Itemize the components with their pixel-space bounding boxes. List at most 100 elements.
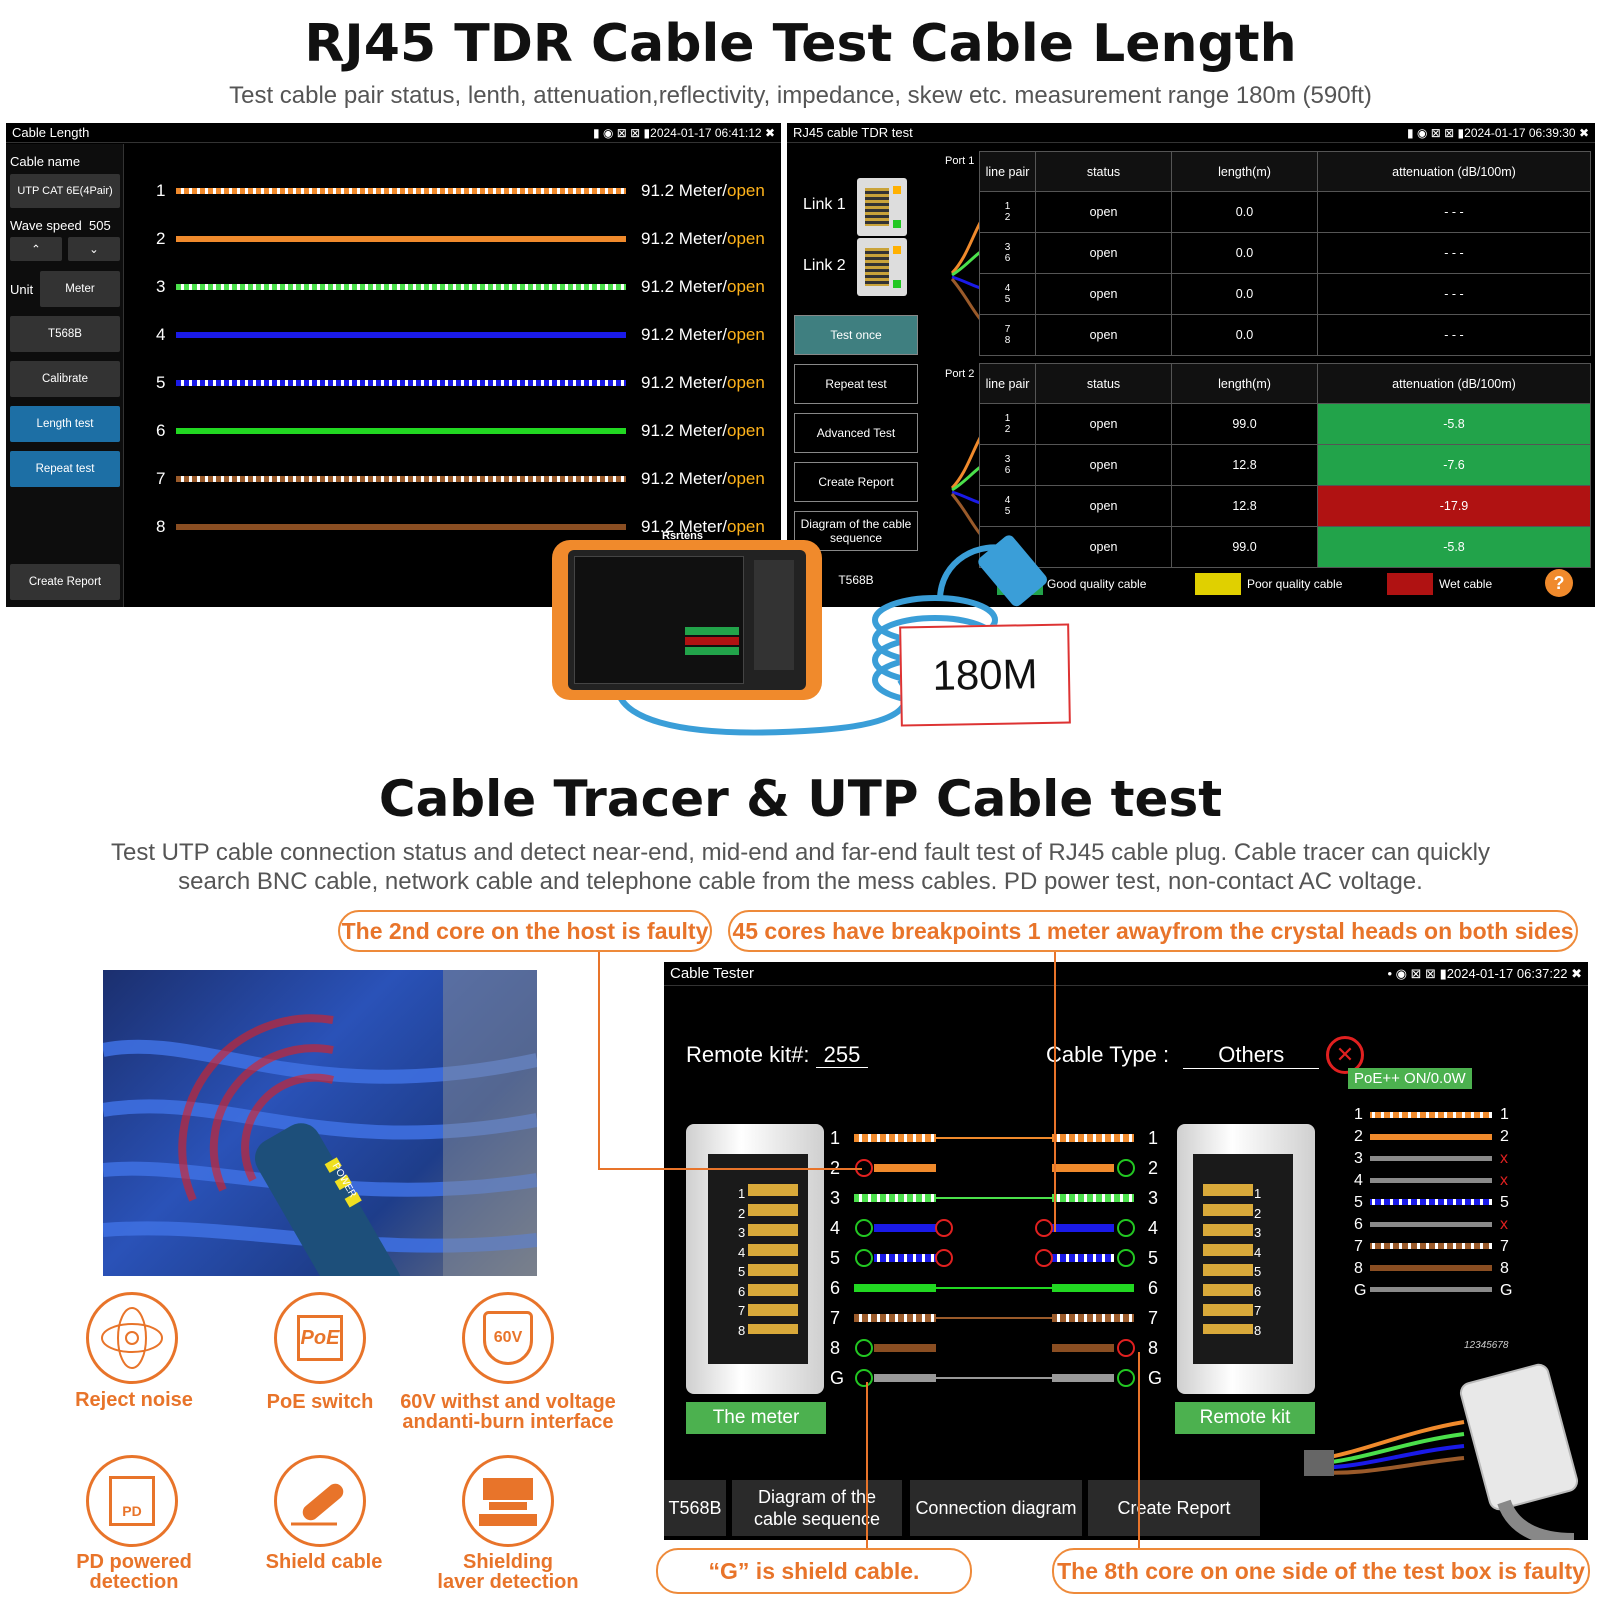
- wire-4: [176, 332, 626, 338]
- meter-button[interactable]: The meter: [686, 1402, 826, 1434]
- wire-1: [176, 188, 626, 194]
- shield-60v-text: 60V: [483, 1311, 533, 1365]
- pin-label: 7: [830, 1308, 841, 1328]
- close-icon[interactable]: ✖: [1571, 965, 1582, 981]
- port1-label: Port 1: [945, 155, 975, 167]
- table-row: 78open99.0-5.8: [979, 526, 1591, 568]
- section2-subtitle: Test UTP cable connection status and det…: [40, 838, 1561, 896]
- pd-icon-text: PD: [109, 1476, 155, 1526]
- length-test-button[interactable]: Length test: [10, 406, 120, 442]
- subtitle-line: Test UTP cable connection status and det…: [110, 839, 1490, 866]
- col-status: status: [1035, 363, 1172, 404]
- cable-length-value: 180M: [932, 650, 1038, 699]
- pin-label: 3: [1148, 1188, 1159, 1208]
- close-icon[interactable]: ✖: [1578, 125, 1589, 140]
- callout-8th-core: The 8th core on one side of the test box…: [1052, 1548, 1590, 1594]
- wire-number: 8: [156, 517, 166, 536]
- poe-badge: PoE++ ON/0.0W: [1348, 1068, 1472, 1089]
- pair-pin: 6: [1004, 465, 1011, 476]
- pair-pin: 2: [1004, 424, 1011, 435]
- section2-title: Cable Tracer & UTP Cable test: [378, 770, 1223, 828]
- pin-label: 3: [830, 1188, 841, 1208]
- create-report-button[interactable]: Create Report: [1088, 1480, 1260, 1536]
- length-cell: 12.8: [1171, 485, 1318, 527]
- diagram-button[interactable]: Diagram of the cable sequence: [794, 511, 918, 551]
- attenuation-cell: - - -: [1317, 314, 1591, 356]
- pair-pin: 1: [1004, 201, 1011, 212]
- advanced-test-button[interactable]: Advanced Test: [794, 413, 918, 453]
- page-subtitle: Test cable pair status, lenth, attenuati…: [229, 82, 1372, 109]
- pin-label: 2: [1148, 1158, 1159, 1178]
- standard-button[interactable]: T568B: [10, 316, 120, 352]
- tdr-screen: RJ45 cable TDR test ▮ ◉ ⊠ ⊠ ▮2024-01-17 …: [787, 123, 1595, 607]
- left-panel: Cable name UTP CAT 6E(4Pair) Wave speed …: [6, 144, 124, 607]
- pair-pin: 1: [1004, 413, 1011, 424]
- status-cell: open: [1035, 403, 1172, 445]
- plug-pin-label: 12345678: [1464, 1340, 1509, 1351]
- col-length: length(m): [1171, 151, 1318, 192]
- wire-length: 91.2 Meter/: [641, 469, 727, 488]
- status-icons: ▮ ◉ ⊠ ⊠ ▮: [593, 125, 651, 140]
- legend-good: Good quality cable: [1047, 577, 1147, 591]
- standard-button[interactable]: T568B: [664, 1480, 726, 1536]
- remote-kit-button[interactable]: Remote kit: [1175, 1402, 1315, 1434]
- cable-type-label: Cable Type :: [1046, 1042, 1170, 1067]
- col-pair: line pair: [979, 151, 1036, 192]
- tracer-photo: POWER: [103, 970, 537, 1276]
- pin-label: G: [1148, 1368, 1163, 1388]
- feature-label: PoE switch: [266, 1391, 374, 1413]
- noise-icon: [86, 1292, 178, 1384]
- leader-line: [1138, 1352, 1140, 1548]
- wire-status: open: [727, 229, 765, 248]
- pair-pin: 2: [1004, 212, 1011, 223]
- shielding-layer-icon: [462, 1455, 554, 1547]
- remote-kit-label: Remote kit#:: [686, 1042, 810, 1067]
- attenuation-cell: -7.6: [1317, 444, 1591, 486]
- wave-up-button[interactable]: ⌃: [10, 237, 62, 261]
- fail-icon: ✕: [1326, 1036, 1364, 1074]
- legend-wet: Wet cable: [1439, 577, 1493, 591]
- repeat-test-button[interactable]: Repeat test: [794, 364, 918, 404]
- close-icon[interactable]: ✖: [764, 125, 775, 140]
- wire-number: 3: [156, 277, 166, 296]
- status-cell: open: [1035, 232, 1172, 274]
- length-cell: 0.0: [1171, 191, 1318, 233]
- pin-label: G: [830, 1368, 845, 1388]
- cable-name-button[interactable]: UTP CAT 6E(4Pair): [10, 174, 120, 208]
- create-report-button[interactable]: Create Report: [10, 564, 120, 600]
- poe-icon-text: PoE: [297, 1315, 343, 1361]
- connection-diagram-button[interactable]: Connection diagram: [910, 1480, 1082, 1536]
- wire-status: open: [727, 517, 765, 536]
- length-cell: 99.0: [1171, 526, 1318, 568]
- wave-speed-value: 505: [89, 218, 111, 233]
- attenuation-cell: - - -: [1317, 191, 1591, 233]
- wave-down-button[interactable]: ⌄: [68, 237, 120, 261]
- cable-type-value[interactable]: Others: [1183, 1042, 1320, 1069]
- create-report-button[interactable]: Create Report: [794, 462, 918, 502]
- repeat-test-button[interactable]: Repeat test: [10, 451, 120, 487]
- status-time: 2024-01-17 06:41:12: [650, 125, 762, 140]
- test-once-button[interactable]: Test once: [794, 315, 918, 355]
- pair-pin: 4: [1004, 283, 1011, 294]
- leader-line: [866, 1382, 868, 1548]
- length-cell: 0.0: [1171, 273, 1318, 315]
- calibrate-button[interactable]: Calibrate: [10, 361, 120, 397]
- rj45-port-icon: [857, 238, 907, 296]
- pin-label: 4: [830, 1218, 841, 1238]
- pin-label: 5: [1148, 1248, 1159, 1268]
- unit-button[interactable]: Meter: [40, 271, 120, 307]
- help-icon[interactable]: ?: [1545, 569, 1573, 597]
- device-screen: [574, 556, 744, 684]
- screen-title: Cable Length: [12, 125, 90, 140]
- feature-label: Shield cable: [265, 1551, 383, 1573]
- pin-label: 7: [1148, 1308, 1159, 1328]
- col-pair: line pair: [979, 363, 1036, 404]
